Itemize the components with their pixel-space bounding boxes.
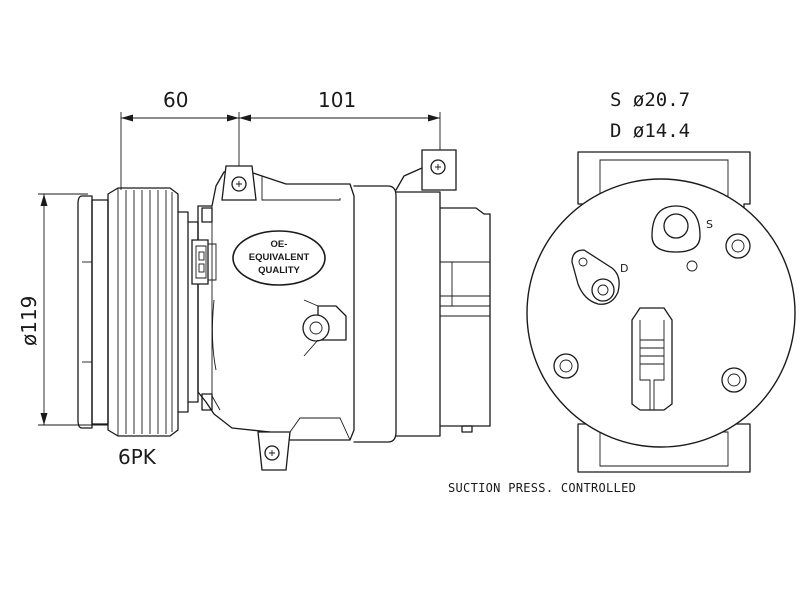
discharge-port-marker: D xyxy=(620,262,628,275)
oe-quality-badge xyxy=(232,230,326,286)
suction-port-marker: S xyxy=(706,218,713,231)
badge-line-3: QUALITY xyxy=(258,265,300,276)
pulley-width-dimension: 60 xyxy=(163,88,188,112)
badge-line-2: EQUIVALENT xyxy=(249,252,310,263)
control-note: SUCTION PRESS. CONTROLLED xyxy=(448,481,636,495)
suction-port-spec: S ø20.7 xyxy=(610,89,690,111)
compressor-body xyxy=(191,149,491,471)
rear-view xyxy=(526,151,796,473)
body-length-dimension: 101 xyxy=(318,88,356,112)
belt-type-label: 6PK xyxy=(118,445,157,469)
pulley xyxy=(77,187,199,437)
discharge-port-spec: D ø14.4 xyxy=(610,120,690,142)
pulley-diameter-dimension: ø119 xyxy=(17,296,41,346)
badge-line-1: OE- xyxy=(271,239,288,250)
dimension-lines xyxy=(38,112,441,426)
